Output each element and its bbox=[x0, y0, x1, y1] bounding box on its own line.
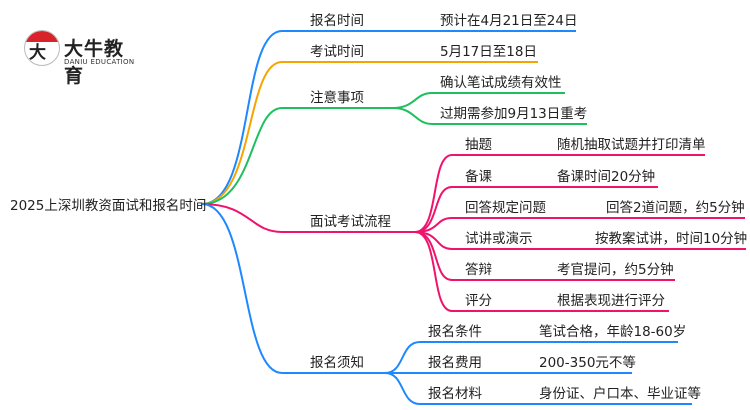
logo-mark-icon: 大牛 bbox=[24, 30, 60, 66]
branch-label: 面试考试流程 bbox=[310, 214, 391, 230]
branch-value: 过期需参加9月13日重考 bbox=[440, 105, 587, 122]
edge-root-b1 bbox=[201, 61, 538, 205]
edge-b3-c0 bbox=[414, 154, 705, 233]
edge-b2-c1 bbox=[392, 107, 587, 125]
edge-root-b3 bbox=[201, 203, 415, 233]
step-label: 抽题 bbox=[465, 137, 492, 153]
branch-label: 报名须知 bbox=[310, 354, 364, 371]
info-value: 身份证、户口本、毕业证等 bbox=[539, 385, 701, 402]
edge-b3-c2 bbox=[414, 217, 745, 233]
branch-label: 报名时间 bbox=[310, 13, 364, 29]
logo-subtitle: DANIU EDUCATION bbox=[64, 58, 135, 66]
step-label: 备课 bbox=[465, 168, 492, 185]
logo-name: 大牛教育 bbox=[64, 38, 125, 87]
edge-root-b2 bbox=[201, 107, 393, 205]
step-label: 回答规定问题 bbox=[465, 199, 546, 216]
step-value: 回答2道问题，约5分钟 bbox=[606, 199, 745, 216]
branch-value: 确认笔试成绩有效性 bbox=[440, 75, 562, 91]
step-value: 备课时间20分钟 bbox=[557, 168, 655, 185]
edge-b4-c0 bbox=[384, 341, 678, 374]
step-value: 随机抽取试题并打印清单 bbox=[557, 136, 706, 153]
info-value: 200-350元不等 bbox=[539, 354, 636, 371]
info-label: 报名条件 bbox=[428, 323, 482, 340]
step-label: 试讲或演示 bbox=[465, 231, 533, 247]
branch-value: 预计在4月21日至24日 bbox=[440, 13, 577, 29]
edge-root-b0 bbox=[201, 30, 576, 205]
step-value: 根据表现进行评分 bbox=[557, 293, 665, 309]
branch-label: 注意事项 bbox=[310, 89, 364, 106]
branch-value: 5月17日至18日 bbox=[440, 44, 537, 60]
edge-b4-c2 bbox=[384, 372, 692, 405]
edge-b3-c1 bbox=[414, 186, 658, 233]
step-label: 评分 bbox=[465, 293, 492, 309]
info-label: 报名材料 bbox=[428, 386, 482, 402]
step-value: 按教案试讲，时间10分钟 bbox=[595, 230, 747, 247]
info-label: 报名费用 bbox=[428, 355, 482, 371]
branch-label: 考试时间 bbox=[310, 44, 364, 60]
info-value: 笔试合格，年龄18-60岁 bbox=[539, 324, 686, 340]
step-label: 答辩 bbox=[465, 261, 492, 278]
root-node: 2025上深圳教资面试和报名时间 bbox=[10, 198, 206, 214]
logo: 大牛 大牛教育 DANIU EDUCATION bbox=[22, 30, 142, 87]
step-value: 考官提问，约5分钟 bbox=[557, 261, 674, 278]
edge-b3-c5 bbox=[414, 231, 669, 312]
edge-root-b4 bbox=[201, 203, 385, 374]
